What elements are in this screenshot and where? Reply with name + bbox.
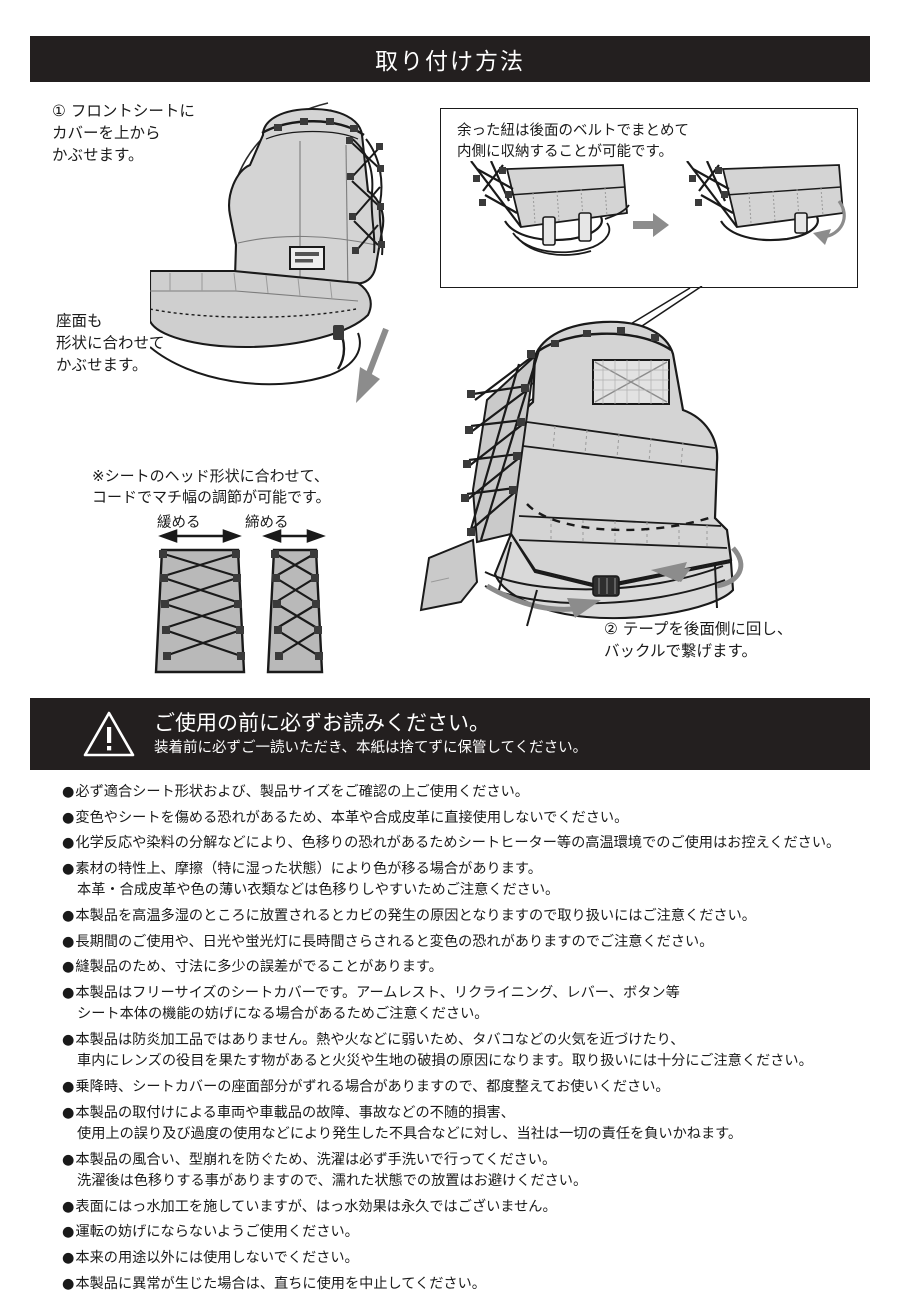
notice-item: ●縫製品のため、寸法に多少の誤差がでることがあります。	[62, 957, 862, 978]
rear-cord-eyelets	[461, 350, 535, 536]
notice-text: 運転の妨げにならないようご使用ください。	[75, 1224, 359, 1241]
notice-text: 表面にはっ水加工を施していますが、はっ水効果は永久ではございません。	[75, 1198, 557, 1215]
cord-storage-inset-diagrams	[470, 161, 846, 256]
notice-item: ●運転の妨げにならないようご使用ください。	[62, 1222, 862, 1243]
notice-text: 本製品を高温多湿のところに放置されるとカビの発生の原因となりますので取り扱いには…	[75, 908, 756, 925]
inset-after	[686, 161, 846, 245]
bullet-icon: ●	[62, 1032, 75, 1049]
inset-transition-arrow	[633, 213, 669, 237]
header-banner: 取り付け方法	[30, 36, 870, 82]
notice-text: 本製品は防炎加工品ではありません。熱や火などに弱いため、タバコなどの火気を近づけ…	[75, 1032, 685, 1049]
notice-item: ●本製品の取付けによる車両や車載品の故障、事故などの不随的損害、使用上の誤り及び…	[62, 1103, 862, 1146]
cord-adjust-note: ※シートのヘッド形状に合わせて、 コードでマチ幅の調節が可能です。	[92, 467, 331, 507]
bullet-icon: ●	[62, 1079, 75, 1096]
notice-text: 本製品の風合い、型崩れを防ぐため、洗濯は必ず手洗いで行ってください。	[75, 1151, 557, 1168]
seat-base-note: 座面も 形状に合わせて かぶせます。	[56, 312, 165, 374]
bullet-icon: ●	[62, 1151, 75, 1168]
notice-text: 素材の特性上、摩擦（特に湿った状態）により色が移る場合があります。	[75, 861, 542, 878]
bullet-icon: ●	[62, 908, 75, 925]
cord-storage-note-box: 余った紐は後面のベルトでまとめて 内側に収納することが可能です。	[440, 108, 858, 288]
inset-before	[470, 161, 630, 256]
notice-item: ●本来の用途以外には使用しないでください。	[62, 1248, 862, 1269]
notice-text: 必ず適合シート形状および、製品サイズをご確認の上ご使用ください。	[75, 784, 529, 800]
page-title: 取り付け方法	[375, 49, 525, 75]
bullet-icon: ●	[62, 835, 75, 852]
notice-item: ●化学反応や染料の分解などにより、色移りの恐れがあるためシートヒーター等の高温環…	[62, 833, 862, 854]
notice-text-continued: 本革・合成皮革や色の薄い衣類などは色移りしやすいためご注意ください。	[77, 882, 560, 899]
bullet-icon: ●	[62, 1250, 75, 1267]
tuck-arrow	[813, 200, 846, 245]
bullet-icon: ●	[62, 784, 75, 800]
bullet-icon: ●	[62, 809, 75, 826]
rear-view-seat-illustration	[419, 320, 744, 627]
loosen-label: 緩める	[157, 515, 201, 531]
notice-item: ●長期間のご使用や、日光や蛍光灯に長時間さらされると変色の恐れがありますのでご注…	[62, 932, 862, 953]
side-lacing-cord	[349, 136, 384, 256]
notice-text: 本製品の取付けによる車両や車載品の故障、事故などの不随的損害、	[75, 1104, 515, 1121]
bullet-icon: ●	[62, 1224, 75, 1241]
step-2-text: ② テープを後面側に回し、 バックルで繋げます。	[604, 620, 793, 660]
notice-text-continued: 使用上の誤り及び過度の使用などにより発生した不具合などに対し、当社は一切の責任を…	[77, 1126, 743, 1143]
notice-item: ●変色やシートを傷める恐れがあるため、本革や合成皮革に直接使用しないでください。	[62, 808, 862, 829]
mesh-pocket	[592, 359, 670, 405]
bullet-icon: ●	[62, 1198, 75, 1215]
notice-text-continued: 洗濯後は色移りする事がありますので、濡れた状態での放置はお避けください。	[77, 1173, 588, 1190]
notice-text: 本製品に異常が生じた場合は、直ちに使用を中止してください。	[75, 1275, 486, 1292]
bullet-icon: ●	[62, 933, 75, 950]
warning-title: ご使用の前に必ずお読みください。	[154, 710, 490, 735]
notice-text-continued: 車内にレンズの役目を果たす物があると火災や生地の破損の原因になります。取り扱いに…	[77, 1053, 813, 1070]
cover-direction-arrow-2	[356, 327, 389, 403]
step-1-text: ① フロントシートに カバーを上から かぶせます。	[52, 102, 195, 164]
notice-item: ●乗降時、シートカバーの座面部分がずれる場合がありますので、都度整えてお使いくだ…	[62, 1077, 862, 1098]
tighten-arrow	[262, 529, 326, 543]
cord-panel-diagrams	[154, 529, 326, 674]
brand-label-patch	[289, 246, 325, 270]
notice-text: 本製品はフリーサイズのシートカバーです。アームレスト、リクライニング、レバー、ボ…	[75, 985, 680, 1002]
notice-item: ●本製品の風合い、型崩れを防ぐため、洗濯は必ず手洗いで行ってください。洗濯後は色…	[62, 1150, 862, 1193]
bullet-icon: ●	[62, 985, 75, 1002]
notice-text: 化学反応や染料の分解などにより、色移りの恐れがあるためシートヒーター等の高温環境…	[75, 835, 841, 852]
side-buckle	[333, 325, 346, 370]
notice-item: ●本製品はフリーサイズのシートカバーです。アームレスト、リクライニング、レバー、…	[62, 983, 862, 1026]
notice-text: 本来の用途以外には使用しないでください。	[75, 1250, 359, 1267]
bullet-icon: ●	[62, 959, 75, 976]
tape-direction-arrow-left	[485, 583, 601, 618]
notice-item: ●表面にはっ水加工を施していますが、はっ水効果は永久ではございません。	[62, 1197, 862, 1218]
tape-direction-arrow-right	[651, 546, 744, 589]
front-seat-illustration	[150, 102, 389, 403]
notice-item: ●本製品は防炎加工品ではありません。熱や火などに弱いため、タバコなどの火気を近づ…	[62, 1030, 862, 1073]
panel-tightened	[266, 548, 324, 674]
notice-text: 長期間のご使用や、日光や蛍光灯に長時間さらされると変色の恐れがありますのでご注意…	[75, 933, 714, 950]
cord-eyelets	[346, 137, 385, 254]
notice-text-continued: シート本体の機能の妨げになる場合があるためご注意ください。	[77, 1006, 489, 1023]
rear-side-lacing	[466, 349, 541, 541]
buckle	[592, 575, 620, 597]
warning-banner: ご使用の前に必ずお読みください。 装着前に必ずご一読いただき、本紙は捨てずに保管…	[30, 698, 870, 770]
notice-item: ●素材の特性上、摩擦（特に湿った状態）により色が移る場合があります。本革・合成皮…	[62, 859, 862, 902]
notice-item: ●必ず適合シート形状および、製品サイズをご確認の上ご使用ください。	[62, 782, 862, 803]
notice-list: ●必ず適合シート形状および、製品サイズをご確認の上ご使用ください。●変色やシート…	[62, 782, 862, 1300]
loosen-arrow	[158, 529, 242, 543]
warning-subtitle: 装着前に必ずご一読いただき、本紙は捨てずに保管してください。	[154, 740, 588, 757]
tighten-label: 締める	[245, 515, 289, 531]
bullet-icon: ●	[62, 1275, 75, 1292]
notice-text: 縫製品のため、寸法に多少の誤差がでることがあります。	[75, 959, 443, 976]
warning-triangle-icon	[83, 711, 135, 757]
notice-text: 変色やシートを傷める恐れがあるため、本革や合成皮革に直接使用しないでください。	[75, 809, 629, 826]
cord-storage-note-text: 余った紐は後面のベルトでまとめて 内側に収納することが可能です。	[457, 123, 689, 161]
notice-text: 乗降時、シートカバーの座面部分がずれる場合がありますので、都度整えてお使いくださ…	[75, 1079, 670, 1096]
notice-item: ●本製品を高温多湿のところに放置されるとカビの発生の原因となりますので取り扱いに…	[62, 906, 862, 927]
notice-item: ●本製品に異常が生じた場合は、直ちに使用を中止してください。	[62, 1274, 862, 1295]
panel-loosened	[154, 548, 246, 674]
bullet-icon: ●	[62, 861, 75, 878]
bullet-icon: ●	[62, 1104, 75, 1121]
